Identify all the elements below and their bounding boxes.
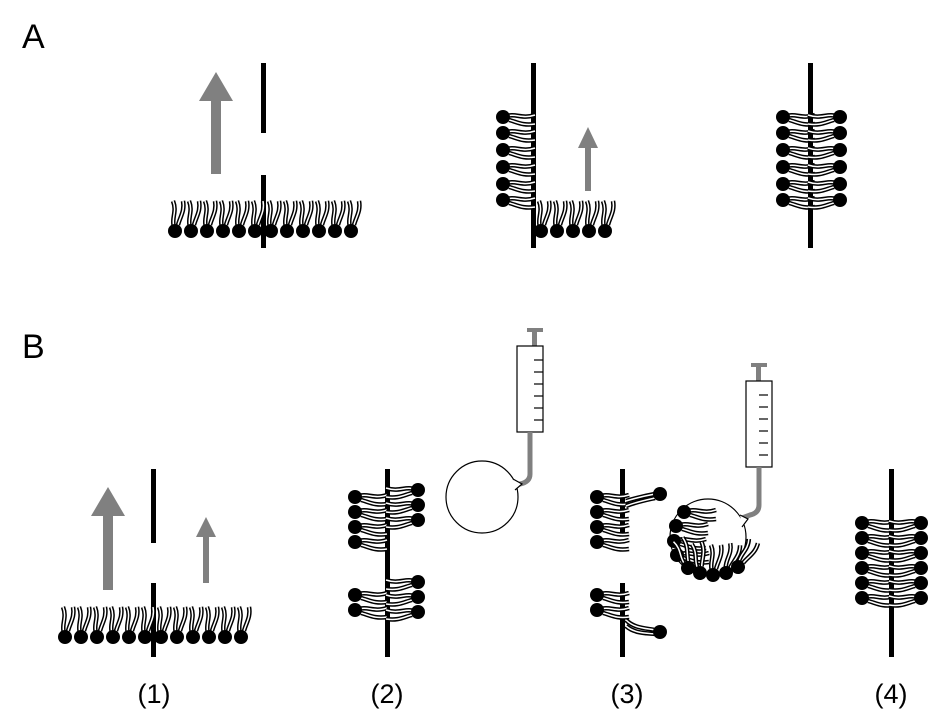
lipid-monolayer-upper (590, 487, 667, 550)
aperture-partition-icon (889, 469, 894, 657)
panel-label-b: B (22, 328, 45, 366)
lipid-bilayer (855, 516, 928, 606)
aperture-partition-icon (261, 63, 266, 133)
panel-a-stage-2 (496, 63, 613, 248)
arrow-up-icon (196, 517, 216, 583)
panel-b-stage-2 (348, 328, 544, 657)
panel-a-stage-3 (776, 63, 847, 248)
aperture-partition-icon (151, 469, 156, 543)
lipid-monolayer (496, 110, 613, 238)
step-label-3: (3) (611, 679, 644, 709)
aperture-partition-icon (620, 583, 625, 657)
lipid-bilayer (776, 110, 847, 208)
syringe-icon (741, 363, 773, 521)
droplet-icon (445, 460, 524, 534)
step-label-4: (4) (875, 679, 908, 709)
step-label-1: (1) (138, 679, 171, 709)
panel-b-stage-4 (855, 469, 928, 657)
arrow-up-icon (91, 487, 125, 590)
aperture-partition-icon (620, 469, 625, 534)
panel-b-stage-1 (58, 469, 249, 657)
aperture-partition-icon (385, 469, 390, 657)
panel-b-stage-3 (590, 363, 773, 657)
panel-a-stage-1 (168, 63, 359, 248)
syringe-icon (511, 328, 544, 489)
lipid-monolayer-lower (590, 588, 667, 639)
panel-label-a: A (22, 18, 45, 56)
arrow-up-icon (578, 127, 598, 191)
arrow-up-icon (199, 72, 233, 174)
step-label-2: (2) (371, 679, 404, 709)
